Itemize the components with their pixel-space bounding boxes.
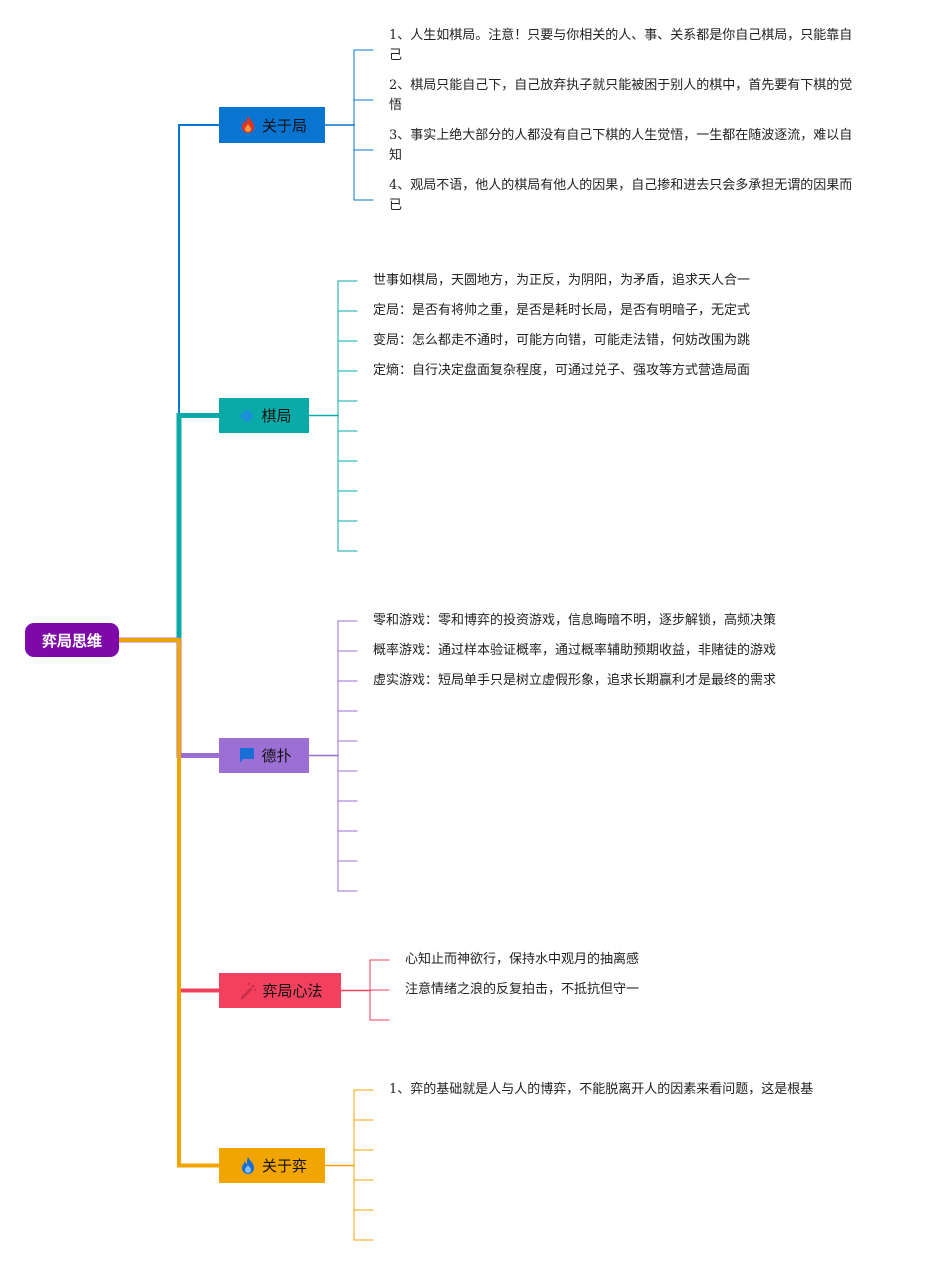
leaf-text: 定局：是否有将帅之重，是否是耗时长局，是否有明暗子，无定式 (373, 303, 751, 318)
diamond-icon (236, 405, 258, 427)
branch-label: 弈局心法 (262, 982, 323, 1000)
leaf-text: 3、事实上绝大部分的人都没有自己下棋的人生觉悟，一生都在随波逐流，难以自 (389, 128, 853, 143)
leaf-text: 1、弈的基础就是人与人的博弈，不能脱离开人的因素来看问题，这是根基 (389, 1082, 814, 1097)
root-label: 弈局思维 (41, 631, 102, 650)
branch-node-guanyuju[interactable]: 关于局 (219, 107, 325, 143)
leaf-text: 4、观局不语，他人的棋局有他人的因果，自己掺和进去只会多承担无谓的因果而 (389, 178, 853, 193)
flag-icon (236, 745, 258, 767)
leaf-text: 已 (389, 198, 403, 213)
fire-icon (237, 114, 259, 136)
branch-label: 棋局 (261, 407, 292, 425)
branch-node-guanyuyi[interactable]: 关于弈 (219, 1148, 325, 1183)
leaf-text: 心知止而神欲行，保持水中观月的抽离感 (405, 952, 640, 967)
leaf-text: 1、人生如棋局。注意！只要与你相关的人、事、关系都是你自己棋局，只能靠自 (389, 28, 853, 43)
leaf-text: 虚实游戏：短局单手只是树立虚假形象，追求长期赢利才是最终的需求 (373, 673, 777, 688)
leaf-text: 变局：怎么都走不通时，可能方向错，可能走法错，何妨改围为跳 (373, 333, 751, 348)
leaf-text: 概率游戏：通过样本验证概率，通过概率辅助预期收益，非赌徒的游戏 (373, 643, 777, 658)
root-node[interactable]: 弈局思维 (25, 623, 119, 657)
leaf-text: 世事如棋局，天圆地方，为正反，为阴阳，为矛盾，追求天人合一 (373, 273, 751, 288)
leaf-text: 定熵：自行决定盘面复杂程度，可通过兑子、强攻等方式营造局面 (373, 363, 751, 378)
leaf-text: 2、棋局只能自己下，自己放弃执子就只能被困于别人的棋中，首先要有下棋的觉 (389, 78, 853, 93)
branch-label: 关于弈 (261, 1157, 307, 1175)
branch-node-depu[interactable]: 德扑 (219, 738, 309, 773)
leaf-text: 己 (389, 48, 403, 63)
branch-label: 关于局 (261, 116, 307, 135)
branch-node-xinfa[interactable]: 弈局心法 (219, 973, 341, 1008)
leaf-text: 知 (389, 148, 403, 163)
leaf-text: 悟 (389, 98, 403, 113)
branch-node-qiju[interactable]: 棋局 (219, 398, 309, 433)
flame-icon (237, 1155, 259, 1177)
branch-label: 德扑 (261, 747, 292, 765)
leaf-text: 注意情绪之浪的反复拍击，不抵抗但守一 (405, 982, 640, 997)
magic-wand-icon (237, 980, 259, 1002)
leaf-text: 零和游戏：零和博弈的投资游戏，信息晦暗不明，逐步解锁，高频决策 (373, 613, 777, 628)
